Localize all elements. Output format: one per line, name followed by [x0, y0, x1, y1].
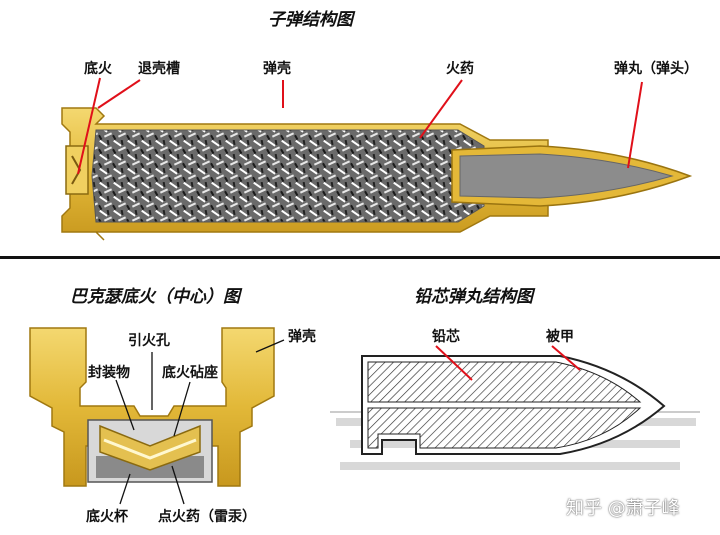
- cartridge-figure: [61, 107, 693, 241]
- primer-figure: [29, 327, 275, 487]
- bullet-core-shape: [367, 361, 642, 403]
- label-sealant: 封装物: [88, 365, 130, 381]
- label-bullet: 弹丸（弹头）: [614, 61, 698, 77]
- label-case: 弹壳: [263, 61, 291, 77]
- label-extractor-groove: 退壳槽: [138, 61, 180, 77]
- label-primer-cup: 底火杯: [86, 509, 128, 525]
- cartridge-title: 子弹结构图: [268, 10, 353, 30]
- label-flash-hole: 引火孔: [128, 333, 170, 349]
- label-primer-case: 弹壳: [288, 329, 316, 345]
- cartridge-powder-shape: [91, 129, 485, 223]
- cartridge-primer-shape: [65, 145, 89, 195]
- label-anvil: 底火砧座: [162, 365, 218, 381]
- watermark: 知乎 @萧子峰: [566, 498, 680, 519]
- bullet-leaders: [435, 345, 581, 381]
- label-powder: 火药: [446, 61, 474, 77]
- section-divider: [0, 256, 720, 259]
- primer-case-shape: [29, 327, 275, 487]
- label-primer: 底火: [84, 61, 112, 77]
- primer-anvil-shape: [99, 424, 201, 471]
- primer-leaders: [115, 339, 285, 505]
- cartridge-leaders: [77, 77, 643, 175]
- label-jacket: 被甲: [546, 329, 574, 345]
- primer-title: 巴克瑟底火（中心）图: [70, 287, 240, 307]
- label-priming-compound: 点火药（雷汞）: [158, 509, 256, 525]
- label-lead-core: 铅芯: [432, 329, 460, 345]
- bullet-title: 铅芯弹丸结构图: [414, 287, 533, 307]
- bullet-figure: [330, 355, 700, 470]
